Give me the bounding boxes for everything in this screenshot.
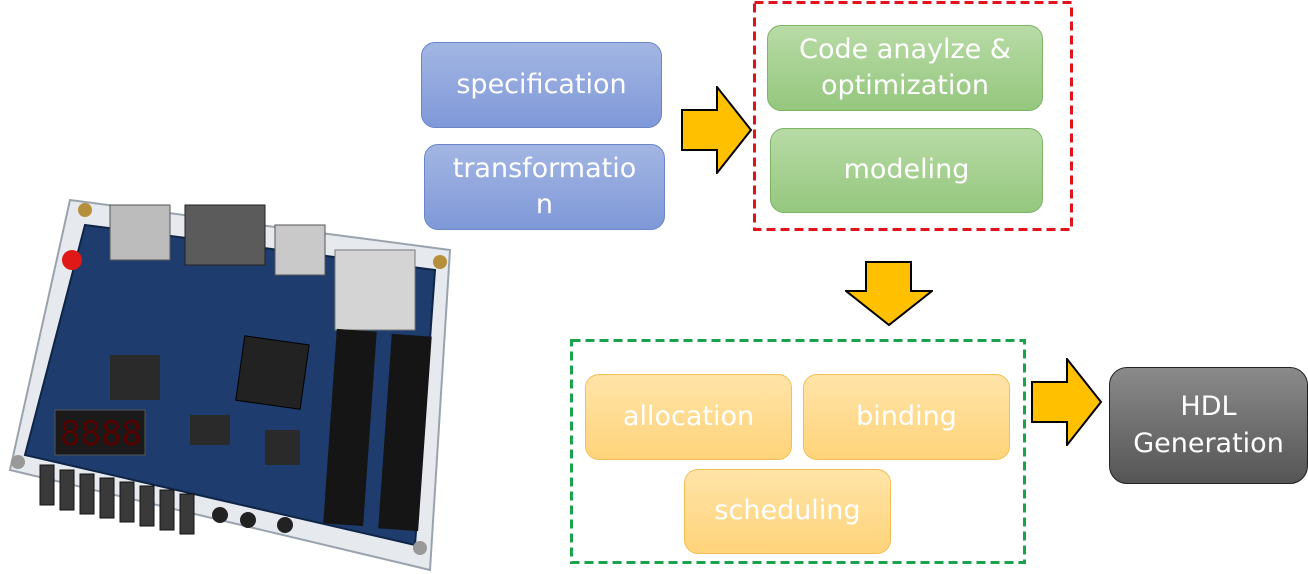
synthesis-group-border — [570, 339, 1026, 564]
transformation-box: transformatio n — [424, 144, 665, 230]
fpga-board-image: 8888 — [8, 198, 452, 572]
allocation-label: allocation — [622, 400, 755, 432]
analysis-group-border — [753, 1, 1073, 231]
binding-box: binding — [803, 374, 1010, 460]
svg-text:8888: 8888 — [60, 414, 142, 454]
specification-box: specification — [421, 42, 662, 128]
hdl-generation-box: HDL Generation — [1109, 367, 1308, 484]
hdl-generation-label: HDL Generation — [1133, 391, 1284, 459]
right-arrow-icon — [681, 86, 753, 174]
code-analyze-label: Code anaylze & optimization — [799, 33, 1011, 101]
scheduling-box: scheduling — [684, 469, 891, 554]
specification-label: specification — [456, 68, 627, 100]
down-arrow-icon — [845, 261, 933, 327]
modeling-box: modeling — [770, 128, 1043, 213]
allocation-box: allocation — [585, 374, 792, 460]
right-arrow-icon-2 — [1031, 358, 1103, 446]
transformation-label: transformatio n — [452, 152, 637, 220]
code-analyze-box: Code anaylze & optimization — [767, 25, 1043, 111]
binding-label: binding — [856, 400, 957, 432]
modeling-label: modeling — [843, 154, 970, 186]
scheduling-label: scheduling — [714, 495, 861, 527]
